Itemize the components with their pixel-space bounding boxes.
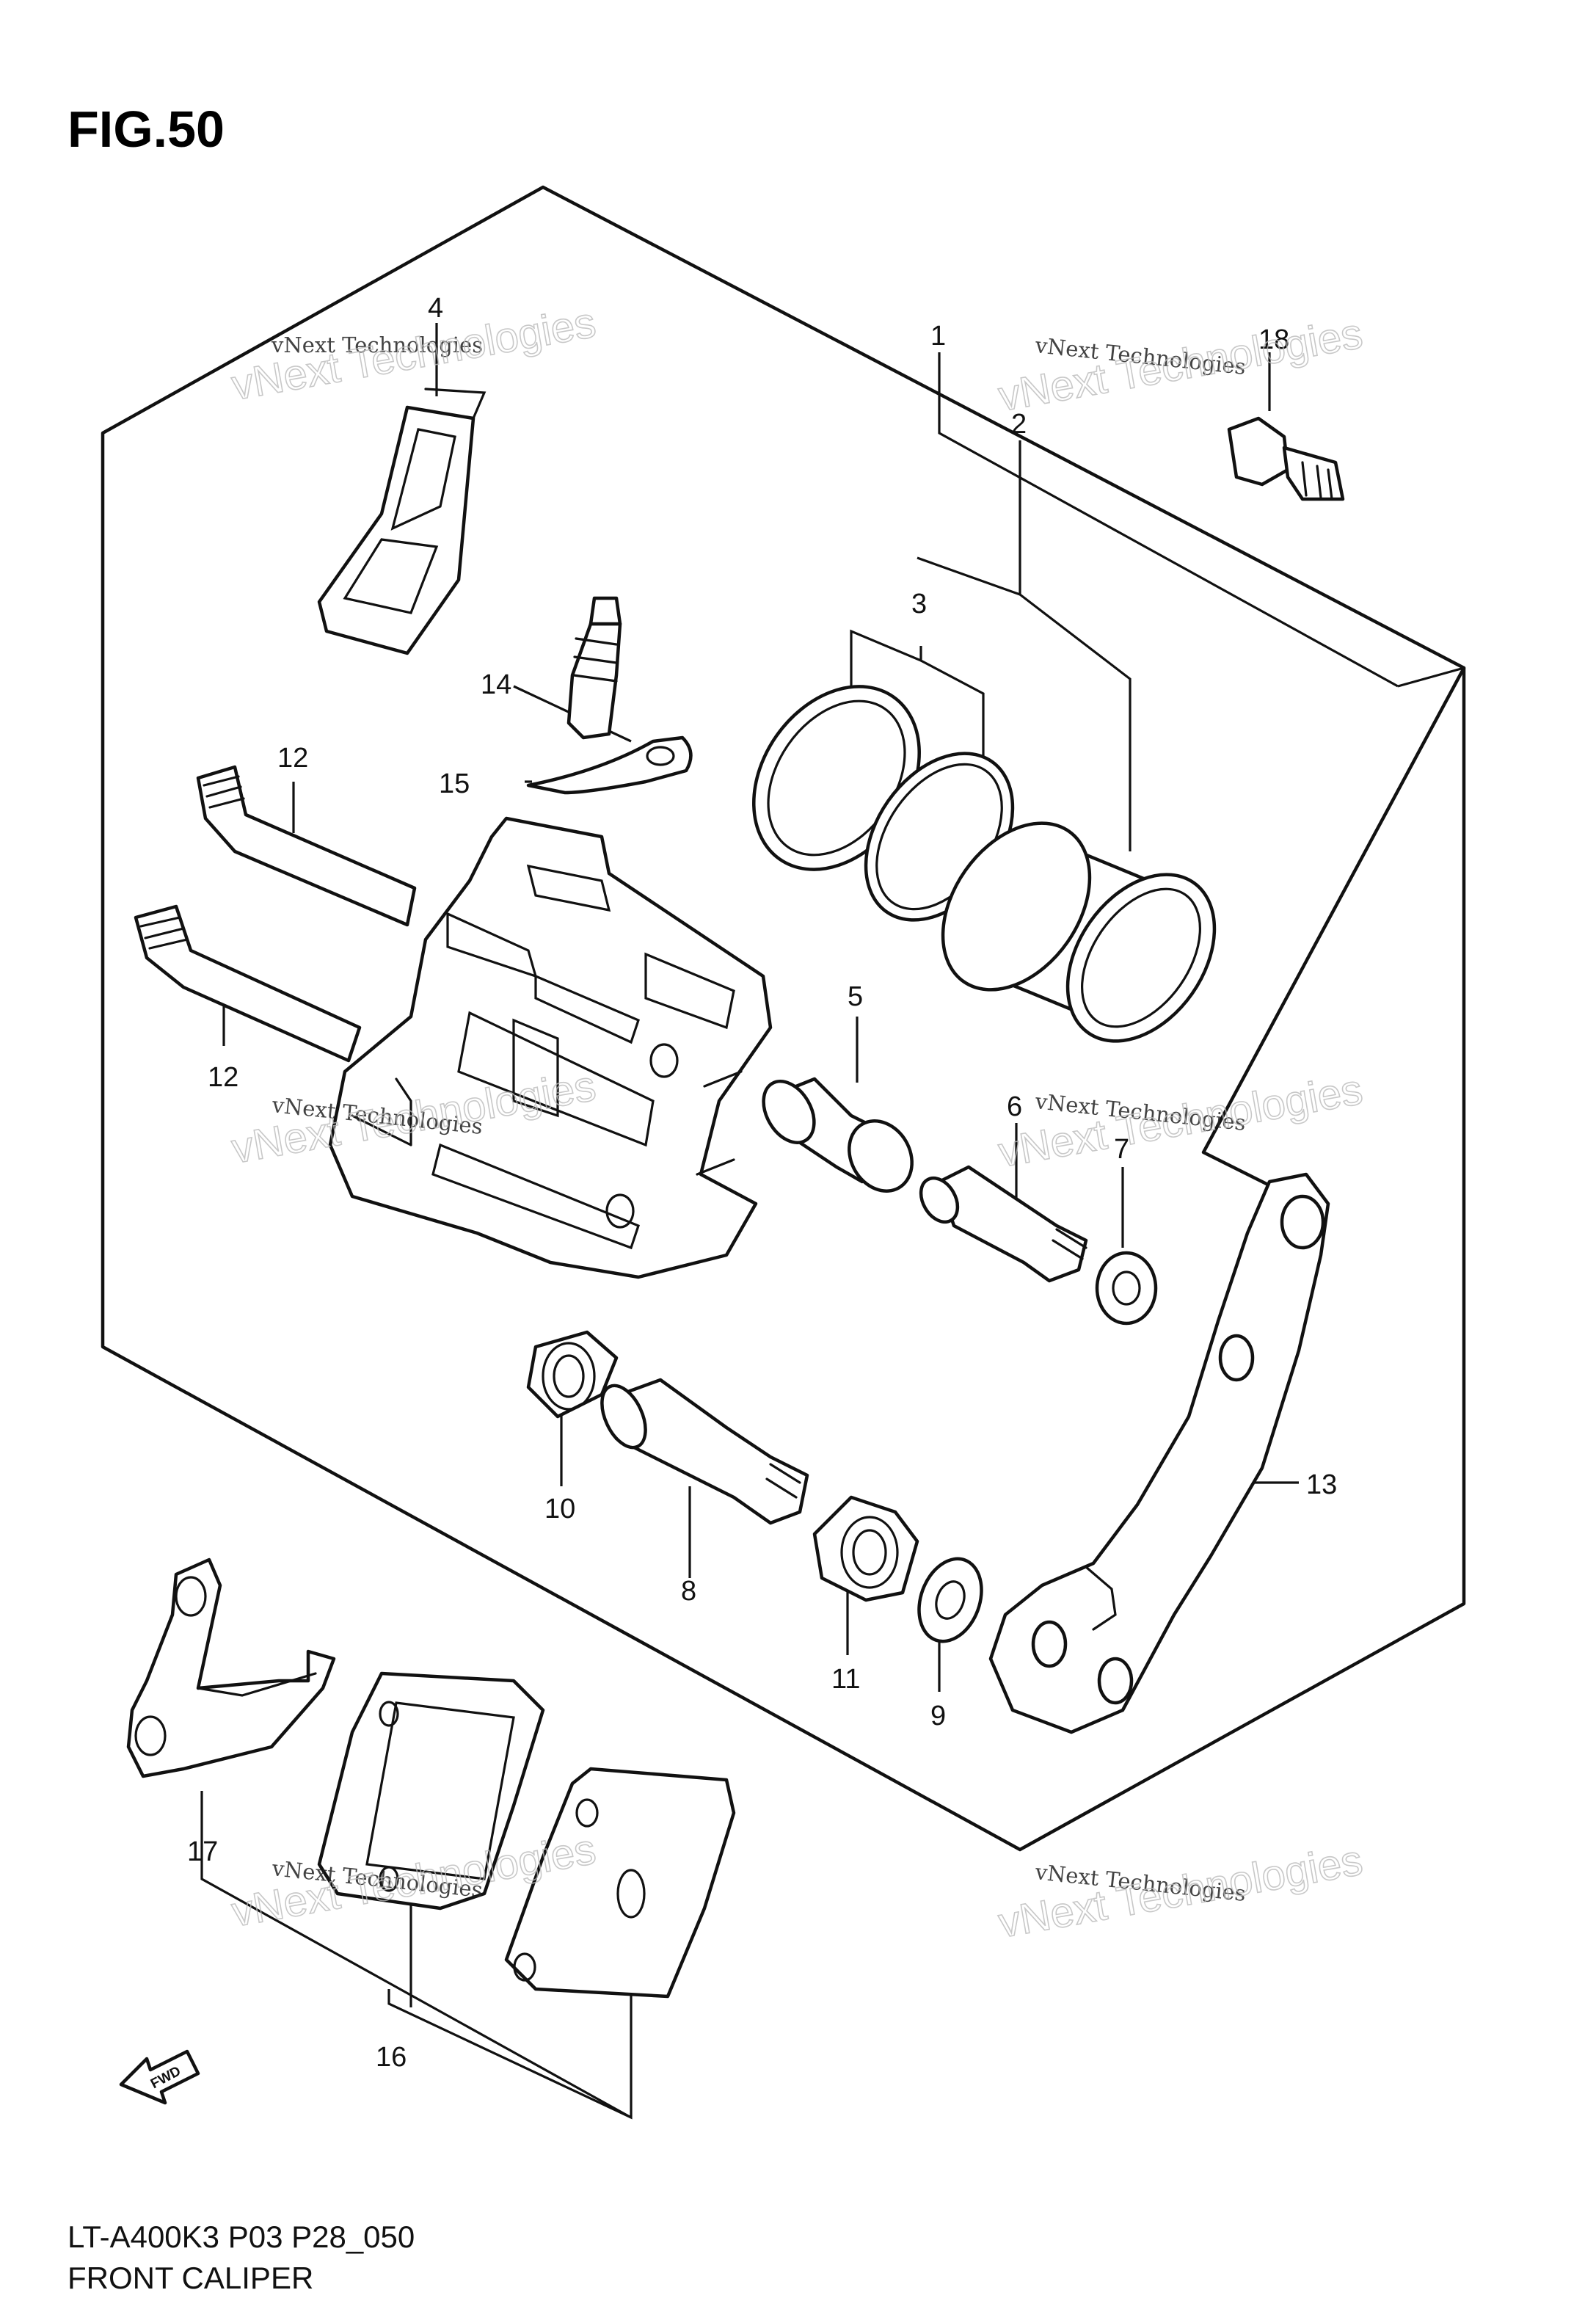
callout-8: 8 xyxy=(681,1576,696,1607)
forward-direction-arrow: FWD xyxy=(119,2049,200,2105)
callout-labels: 1 2 3 4 5 6 7 8 9 10 11 12 12 13 14 15 1… xyxy=(187,293,1337,2073)
pad-spring-lower-part xyxy=(126,1557,336,1778)
figure-title: FIG.50 xyxy=(68,101,225,158)
guide-pin-upper-part xyxy=(196,765,417,927)
callout-3: 3 xyxy=(911,589,927,619)
bolt-part xyxy=(1227,416,1345,501)
washer-lower-part xyxy=(917,1557,983,1643)
callout-4: 4 xyxy=(428,293,443,324)
slide-pin-part xyxy=(919,1165,1088,1283)
figure-caption: FRONT CALIPER xyxy=(68,2261,313,2295)
caliper-body-part xyxy=(328,816,773,1279)
bleeder-valve-part xyxy=(566,596,622,740)
bleeder-cap-part xyxy=(526,735,693,795)
callout-11: 11 xyxy=(831,1664,860,1695)
svg-text:vNext Technologies: vNext Technologies xyxy=(228,299,600,410)
callout-18: 18 xyxy=(1258,324,1289,355)
svg-text:vNext Technologies: vNext Technologies xyxy=(271,332,483,357)
svg-text:vNext Technologies: vNext Technologies xyxy=(995,1836,1366,1947)
pin-boot-part xyxy=(762,1077,914,1193)
callout-2: 2 xyxy=(1011,409,1027,440)
callout-17: 17 xyxy=(187,1836,218,1867)
caliper-piston-part xyxy=(941,821,1217,1043)
watermark-bottom-right: vNext Technologies vNext Technologies xyxy=(994,1836,1366,1948)
svg-text:vNext Technologies: vNext Technologies xyxy=(995,310,1366,421)
callout-12-lower: 12 xyxy=(208,1062,238,1093)
guide-pin-lower-part xyxy=(134,904,362,1063)
callout-15: 15 xyxy=(439,768,470,799)
slide-boot-part xyxy=(526,1330,619,1419)
washer-small-part xyxy=(1095,1251,1158,1326)
callout-9: 9 xyxy=(930,1701,946,1731)
svg-text:vNext Technologies: vNext Technologies xyxy=(995,1066,1366,1177)
assembly-outline-inner xyxy=(1201,666,1466,1195)
brake-pad-outer-part xyxy=(504,1767,736,1999)
watermark-mid-right: vNext Technologies vNext Technologies xyxy=(994,1065,1366,1177)
brake-pad-inner-part xyxy=(317,1671,545,1911)
watermark-top-right: vNext Technologies vNext Technologies xyxy=(994,309,1366,421)
callout-13: 13 xyxy=(1306,1469,1337,1500)
callout-14: 14 xyxy=(481,669,511,700)
callout-7: 7 xyxy=(1114,1134,1129,1165)
pin-boot-lower-part xyxy=(812,1495,919,1602)
watermark-top-left: vNext Technologies vNext Technologies xyxy=(227,298,600,410)
pad-spring-part xyxy=(317,388,487,655)
model-code: LT-A400K3 P03 P28_050 xyxy=(68,2220,415,2254)
callout-10: 10 xyxy=(544,1494,575,1524)
callout-12-upper: 12 xyxy=(277,743,308,774)
callout-1: 1 xyxy=(930,321,946,352)
caliper-bracket-part xyxy=(988,1172,1330,1734)
callout-5: 5 xyxy=(848,981,863,1012)
callout-16: 16 xyxy=(376,2042,407,2073)
callout-6: 6 xyxy=(1007,1091,1022,1122)
bracket-pin-part xyxy=(600,1378,809,1525)
